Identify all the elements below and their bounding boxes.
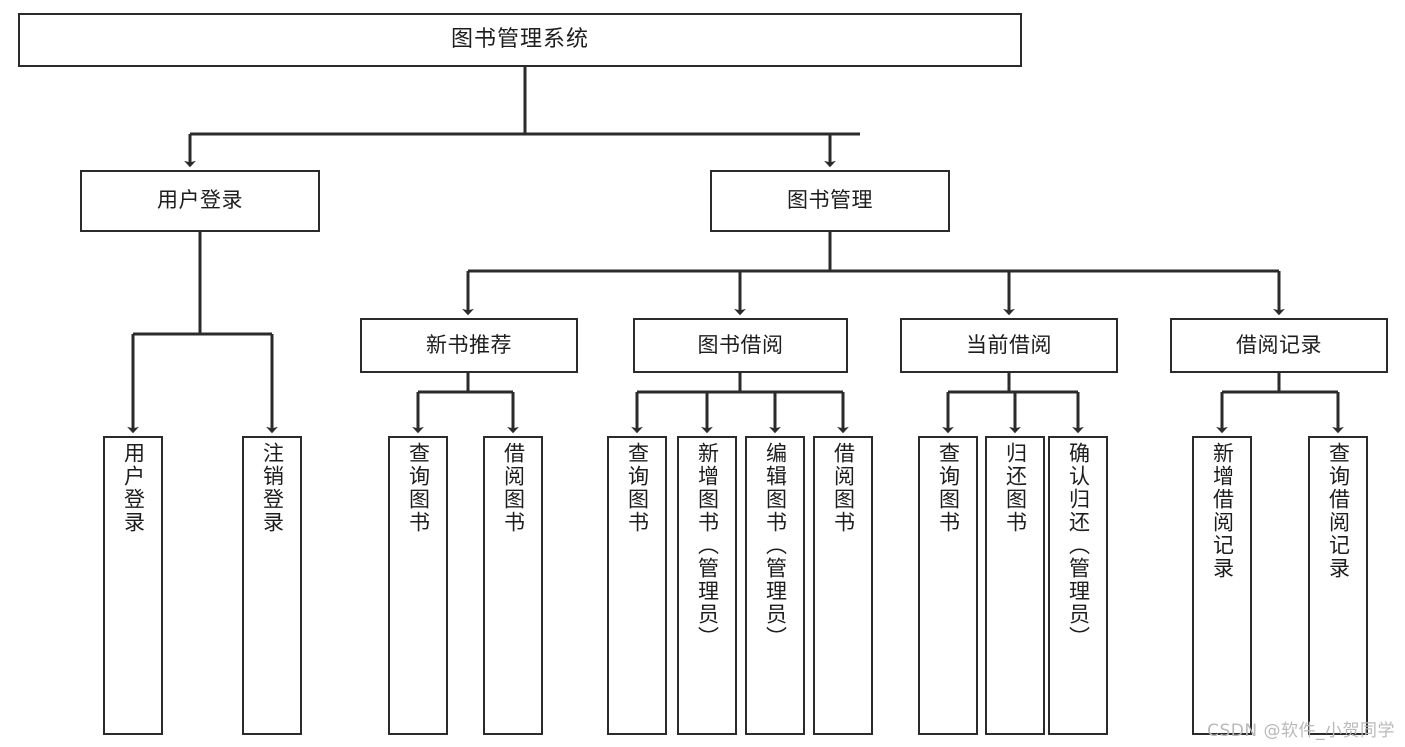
node-current-borrow[interactable]: 当前借阅 (900, 318, 1118, 373)
node-root-system-label: 图书管理系统 (450, 26, 589, 52)
node-book-management-label: 图书管理 (787, 188, 873, 213)
leaf-user-login-signin[interactable]: 用户登录 (103, 436, 163, 735)
leaf-current-confirm-return-admin-label: 确认归还（管理员） (1066, 442, 1091, 649)
node-root-system[interactable]: 图书管理系统 (18, 13, 1022, 67)
leaf-new-books-query[interactable]: 查询图书 (388, 436, 448, 735)
node-borrow-records-label: 借阅记录 (1236, 332, 1322, 357)
leaf-records-add-record[interactable]: 新增借阅记录 (1192, 436, 1252, 735)
leaf-current-query-book-label: 查询图书 (936, 442, 961, 534)
leaf-current-return-book-label: 归还图书 (1003, 442, 1028, 534)
leaf-user-login-signout-label: 注销登录 (260, 442, 285, 534)
node-book-borrow[interactable]: 图书借阅 (633, 318, 848, 373)
leaf-new-books-query-label: 查询图书 (406, 442, 431, 534)
leaf-borrow-borrow-book-label: 借阅图书 (831, 442, 856, 534)
node-borrow-records[interactable]: 借阅记录 (1170, 318, 1388, 373)
leaf-records-add-record-label: 新增借阅记录 (1210, 442, 1235, 580)
node-book-management[interactable]: 图书管理 (710, 170, 950, 232)
node-book-borrow-label: 图书借阅 (697, 332, 784, 357)
node-user-login-label: 用户登录 (157, 188, 243, 213)
leaf-borrow-query-book[interactable]: 查询图书 (607, 436, 667, 735)
leaf-borrow-query-book-label: 查询图书 (625, 442, 650, 534)
node-current-borrow-label: 当前借阅 (966, 332, 1052, 357)
leaf-user-login-signout[interactable]: 注销登录 (242, 436, 302, 735)
leaf-borrow-add-book-admin[interactable]: 新增图书（管理员） (677, 436, 737, 735)
leaf-records-query-record[interactable]: 查询借阅记录 (1308, 436, 1368, 735)
node-new-book-recommend-label: 新书推荐 (426, 332, 512, 357)
leaf-borrow-borrow-book[interactable]: 借阅图书 (813, 436, 873, 735)
node-new-book-recommend[interactable]: 新书推荐 (360, 318, 578, 373)
leaf-new-books-borrow[interactable]: 借阅图书 (483, 436, 543, 735)
leaf-borrow-edit-book-admin[interactable]: 编辑图书（管理员） (745, 436, 805, 735)
leaf-borrow-edit-book-admin-label: 编辑图书（管理员） (763, 442, 788, 649)
leaf-user-login-signin-label: 用户登录 (121, 442, 146, 534)
leaf-current-confirm-return-admin[interactable]: 确认归还（管理员） (1048, 436, 1108, 735)
node-user-login[interactable]: 用户登录 (80, 170, 320, 232)
leaf-records-query-record-label: 查询借阅记录 (1326, 442, 1351, 580)
leaf-borrow-add-book-admin-label: 新增图书（管理员） (695, 442, 720, 649)
leaf-current-query-book[interactable]: 查询图书 (918, 436, 978, 735)
leaf-new-books-borrow-label: 借阅图书 (501, 442, 526, 534)
leaf-current-return-book[interactable]: 归还图书 (985, 436, 1045, 735)
